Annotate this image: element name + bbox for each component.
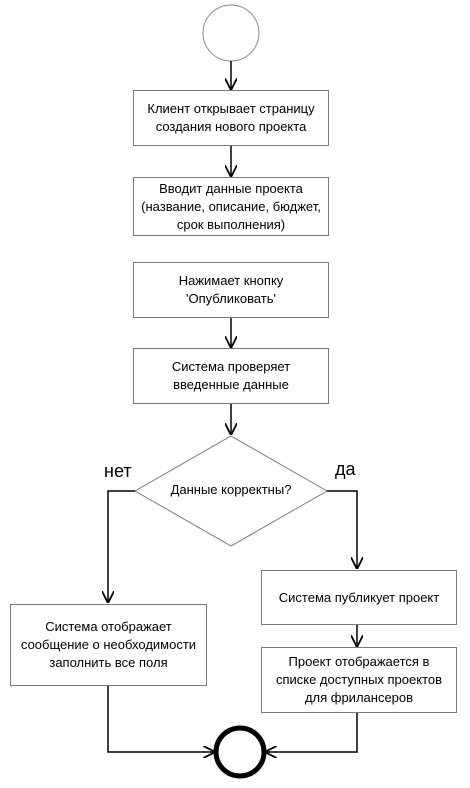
arrow-decision-yes (327, 490, 357, 568)
step-project-listed: Проект отображается в списке доступных п… (261, 647, 457, 713)
step-click-publish: Нажимает кнопку 'Опубликовать' (133, 262, 329, 318)
decision-diamond (133, 435, 329, 547)
branch-yes-label: да (335, 459, 356, 479)
step-validate-data: Система проверяет введенные данные (133, 348, 329, 404)
end-node (213, 725, 267, 779)
decision-label: Данные корректны? (170, 482, 292, 497)
start-node (202, 4, 260, 62)
step-show-error: Система отображает сообщение о необходим… (10, 604, 207, 686)
step-publish-project: Система публикует проект (261, 570, 457, 625)
arrow-decision-no (108, 490, 135, 602)
arrow-shown-to-end (266, 713, 358, 752)
arrow-error-to-end (107, 686, 214, 752)
step-enter-data: Вводит данные проекта (название, описани… (133, 177, 329, 236)
step-open-page: Клиент открывает страницу создания новог… (133, 90, 329, 146)
branch-no-label: нет (104, 461, 132, 481)
